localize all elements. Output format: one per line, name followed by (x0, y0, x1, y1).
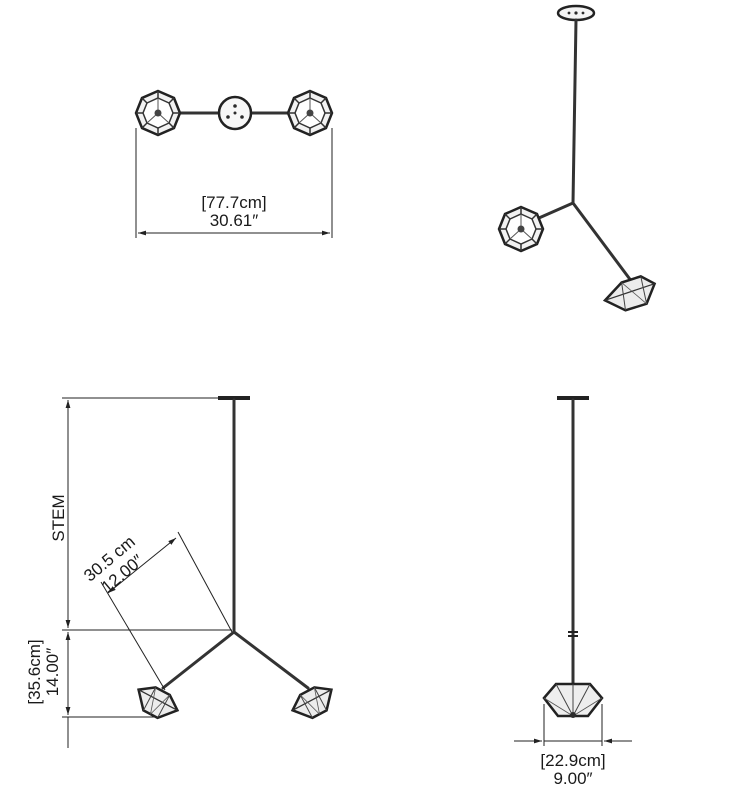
iso-shade-right (602, 275, 657, 312)
iso-stem (571, 18, 578, 205)
top-width-in: 30.61″ (210, 211, 259, 230)
iso-shade-left (497, 205, 545, 253)
stem-label: STEM (49, 494, 68, 541)
front-arm-left (161, 630, 236, 690)
drop-cm: [35.6cm] (25, 639, 44, 704)
arm-length-dimension (107, 537, 177, 594)
front-arm-right (232, 630, 310, 690)
top-width-cm: [77.7cm] (201, 193, 266, 212)
top-shade-right (286, 89, 334, 137)
iso-arm-right (571, 201, 634, 284)
arm-ext-lower (100, 581, 166, 691)
front-shade-right (286, 679, 341, 726)
side-width-in: 9.00″ (553, 769, 592, 788)
drop-in: 14.00″ (43, 648, 62, 697)
front-shade-left (129, 679, 184, 726)
front-view: STEM [35.6cm] 14.00″ 30.5 cm 12.00″ (25, 396, 341, 748)
isometric-view (497, 4, 657, 312)
side-width-cm: [22.9cm] (540, 751, 605, 770)
arm-ext-upper (177, 531, 233, 633)
top-shade-left (134, 89, 182, 137)
top-view: [77.7cm] 30.61″ (134, 89, 334, 238)
side-shade (542, 682, 604, 718)
side-view: [22.9cm] 9.00″ (514, 396, 632, 788)
